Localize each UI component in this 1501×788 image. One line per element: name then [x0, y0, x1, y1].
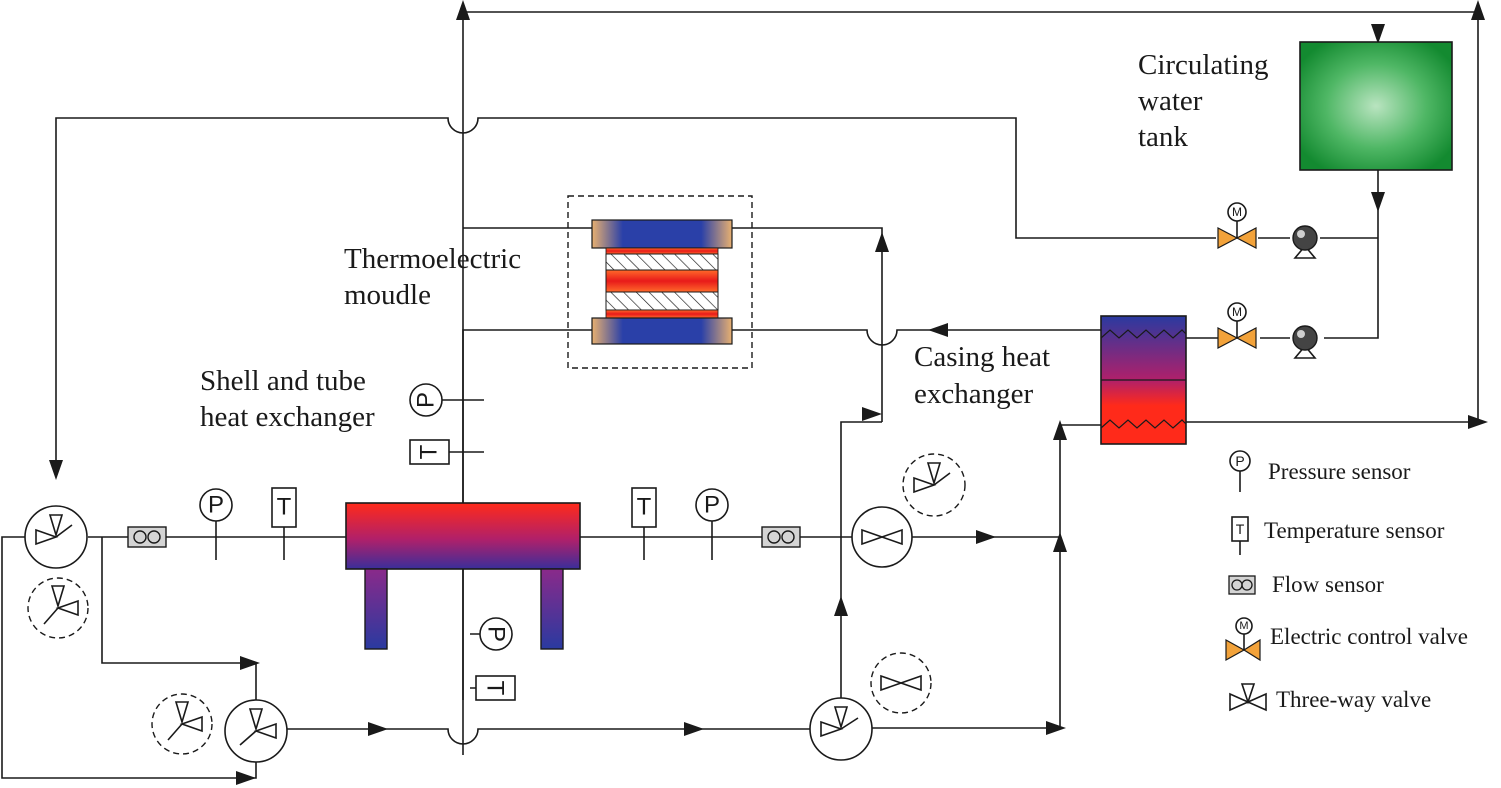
shell-tube-heat-exchanger — [345, 502, 581, 650]
svg-text:P: P — [413, 392, 440, 408]
legend-pressure-icon: P — [1229, 450, 1251, 492]
svg-text:T: T — [1236, 521, 1245, 537]
three-way-valve-right — [851, 506, 913, 568]
svg-text:T: T — [482, 681, 509, 696]
flow-sensor-right — [761, 526, 801, 548]
casing-heat-exchanger — [1100, 315, 1187, 445]
pressure-sensor-bottom: P — [479, 617, 513, 651]
shell-label-line1: Shell and tube — [200, 365, 366, 397]
legend-pressure-label: Pressure sensor — [1268, 459, 1411, 484]
shell-label-line2: heat exchanger — [200, 401, 375, 433]
svg-text:P: P — [483, 626, 510, 642]
legend-flow-label: Flow sensor — [1272, 572, 1384, 597]
thermoelectric-module — [567, 195, 753, 369]
casing-label-line2: exchanger — [914, 378, 1033, 410]
tank-label-line2: water — [1138, 85, 1203, 117]
flow-arrows — [49, 0, 1488, 785]
tank-label-line1: Circulating — [1138, 49, 1268, 81]
electric-control-valve-lower: M — [1217, 302, 1257, 349]
circulating-water-tank — [1299, 41, 1453, 171]
legend-temperature-icon: T — [1231, 516, 1249, 555]
three-way-valve-left — [24, 505, 88, 569]
pump-lower — [1292, 325, 1318, 359]
valve-indicators — [27, 453, 966, 755]
flow-sensor-left — [127, 526, 167, 548]
temperature-sensor-left: T — [271, 487, 297, 560]
svg-text:M: M — [1239, 620, 1248, 632]
legend-valve-label: Electric control valve — [1270, 624, 1468, 649]
temperature-sensor-right: T — [631, 487, 657, 560]
piping — [1, 11, 1479, 779]
svg-text:P: P — [704, 492, 720, 519]
te-label-line2: moudle — [344, 279, 431, 311]
legend-valve-icon: M — [1225, 617, 1261, 662]
casing-label-line1: Casing heat — [914, 341, 1050, 373]
te-label-line1: Thermoelectric — [344, 243, 521, 275]
electric-control-valve-upper: M — [1217, 202, 1257, 249]
svg-text:M: M — [1232, 305, 1242, 319]
pressure-sensor-right: P — [695, 488, 729, 560]
legend-temperature-label: Temperature sensor — [1264, 518, 1445, 543]
temperature-sensor-bottom: T — [475, 675, 516, 701]
svg-text:P: P — [1235, 453, 1244, 469]
legend-flow-icon — [1228, 575, 1256, 595]
legend-three-way-icon — [1229, 683, 1267, 712]
three-way-valve-bottom-center — [809, 697, 873, 761]
legend-three-way-label: Three-way valve — [1276, 687, 1431, 712]
tank-label-line3: tank — [1138, 121, 1188, 153]
three-way-valve-bottom-left — [224, 699, 288, 763]
pressure-sensor-left: P — [199, 488, 233, 560]
svg-text:M: M — [1232, 205, 1242, 219]
svg-text:T: T — [277, 494, 292, 521]
pump-upper — [1292, 225, 1318, 259]
svg-text:P: P — [208, 492, 224, 519]
svg-text:T: T — [637, 494, 652, 521]
svg-text:T: T — [416, 444, 443, 459]
pressure-sensor-top: P — [409, 383, 443, 417]
temperature-sensor-top: T — [409, 439, 450, 465]
legend: P Pressure sensor T Temperature sensor F… — [1225, 450, 1468, 712]
